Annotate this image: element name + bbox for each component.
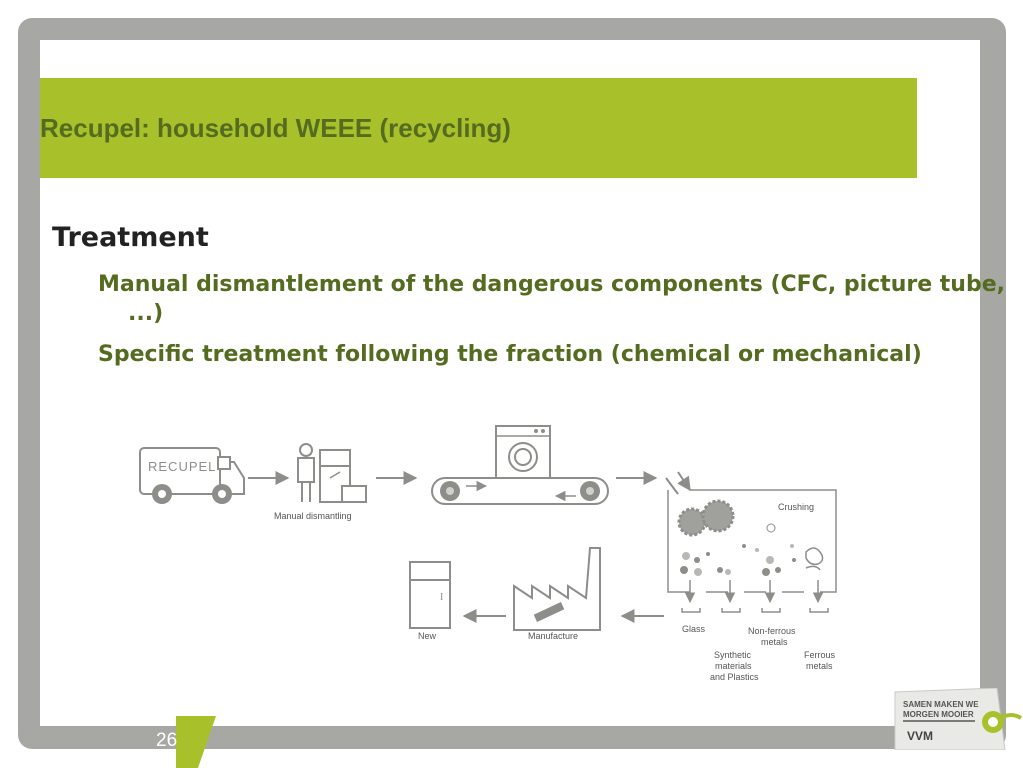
label-manufacture: Manufacture (528, 631, 578, 641)
truck-label: RECUPEL (148, 459, 216, 474)
badge-line1: SAMEN MAKEN WE (903, 700, 979, 709)
recupel-truck-icon (139, 447, 245, 504)
badge-line2: MORGEN MOOIER (903, 710, 974, 719)
title-band (40, 78, 917, 178)
washing-machine-icon (495, 425, 551, 479)
slide-title: Recupel: household WEEE (recycling) (40, 113, 511, 143)
label-non-ferrous: Non-ferrous (748, 626, 796, 636)
worker-icon (297, 443, 315, 502)
label-non-ferrous-2: metals (761, 637, 788, 647)
label-crushing: Crushing (778, 502, 814, 512)
appliance-icon (319, 449, 367, 503)
new-fridge-icon (409, 561, 451, 629)
crushing-gears-icon (677, 499, 735, 537)
label-manual-dismantling: Manual dismantling (274, 511, 352, 521)
page-number-tab (176, 716, 216, 768)
badge-logo: VVM (907, 729, 933, 743)
sorting-arrows (681, 580, 829, 613)
bullet-dismantlement: Manual dismantlement of the dangerous co… (98, 272, 1005, 326)
recycling-process-diagram: RECUPEL Manual dismantling (139, 425, 837, 682)
label-synthetic-2: materials (715, 661, 752, 671)
crushing-unit (667, 489, 837, 593)
page-number: 26 (156, 730, 178, 751)
label-glass: Glass (682, 624, 706, 634)
factory-icon (513, 547, 601, 631)
section-heading: Treatment (52, 222, 209, 253)
crushed-fragments-icon (680, 523, 824, 576)
label-ferrous-1: Ferrous (804, 650, 836, 660)
label-synthetic-3: and Plastics (710, 672, 759, 682)
label-synthetic-1: Synthetic (714, 650, 752, 660)
fridge-handle: I (440, 592, 443, 603)
label-ferrous-2: metals (806, 661, 833, 671)
samen-maken-badge: SAMEN MAKEN WE MORGEN MOOIER VVM (894, 688, 1023, 750)
footer-bar (40, 726, 980, 749)
bullet-specific-treatment: Specific treatment following the fractio… (98, 342, 922, 367)
conveyor-belt-icon (431, 477, 609, 505)
label-new: New (418, 631, 437, 641)
